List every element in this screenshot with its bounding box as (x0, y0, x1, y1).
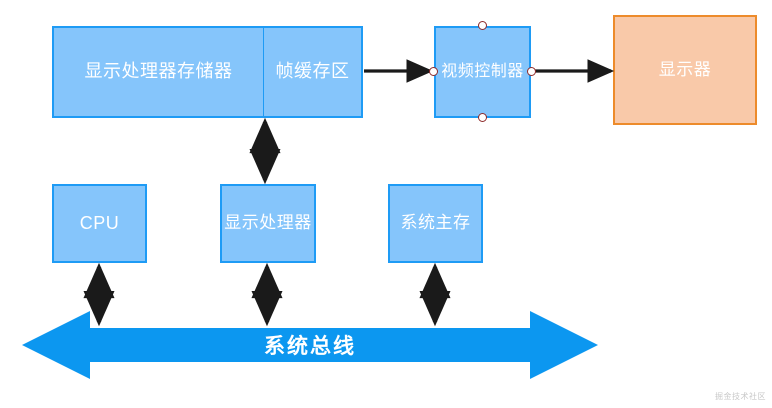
system-bus-arrow[interactable] (18, 306, 602, 384)
node-video-controller[interactable]: 视频控制器 (434, 26, 531, 118)
node-frame-buffer[interactable]: 帧缓存区 (263, 26, 363, 118)
selection-handle-bottom[interactable] (478, 113, 487, 122)
system-bus-label: 系统总线 (264, 335, 356, 358)
node-monitor[interactable]: 显示器 (613, 15, 757, 125)
selection-handle-right[interactable] (527, 67, 536, 76)
node-system-memory[interactable]: 系统主存 (388, 184, 483, 263)
selection-handle-top[interactable] (478, 21, 487, 30)
node-display-processor-memory[interactable]: 显示处理器存储器 (52, 26, 264, 118)
selection-handle-left[interactable] (429, 67, 438, 76)
node-display-processor-memory-label: 显示处理器存储器 (84, 61, 233, 82)
node-frame-buffer-label: 帧缓存区 (275, 61, 350, 82)
node-display-processor[interactable]: 显示处理器 (220, 184, 316, 263)
node-display-processor-label: 显示处理器 (224, 213, 312, 233)
node-video-controller-label: 视频控制器 (441, 63, 524, 81)
node-cpu[interactable]: CPU (52, 184, 147, 263)
watermark: 掘金技术社区 (715, 392, 766, 401)
node-monitor-label: 显示器 (658, 59, 712, 79)
node-system-memory-label: 系统主存 (400, 213, 471, 233)
node-cpu-label: CPU (79, 212, 120, 233)
